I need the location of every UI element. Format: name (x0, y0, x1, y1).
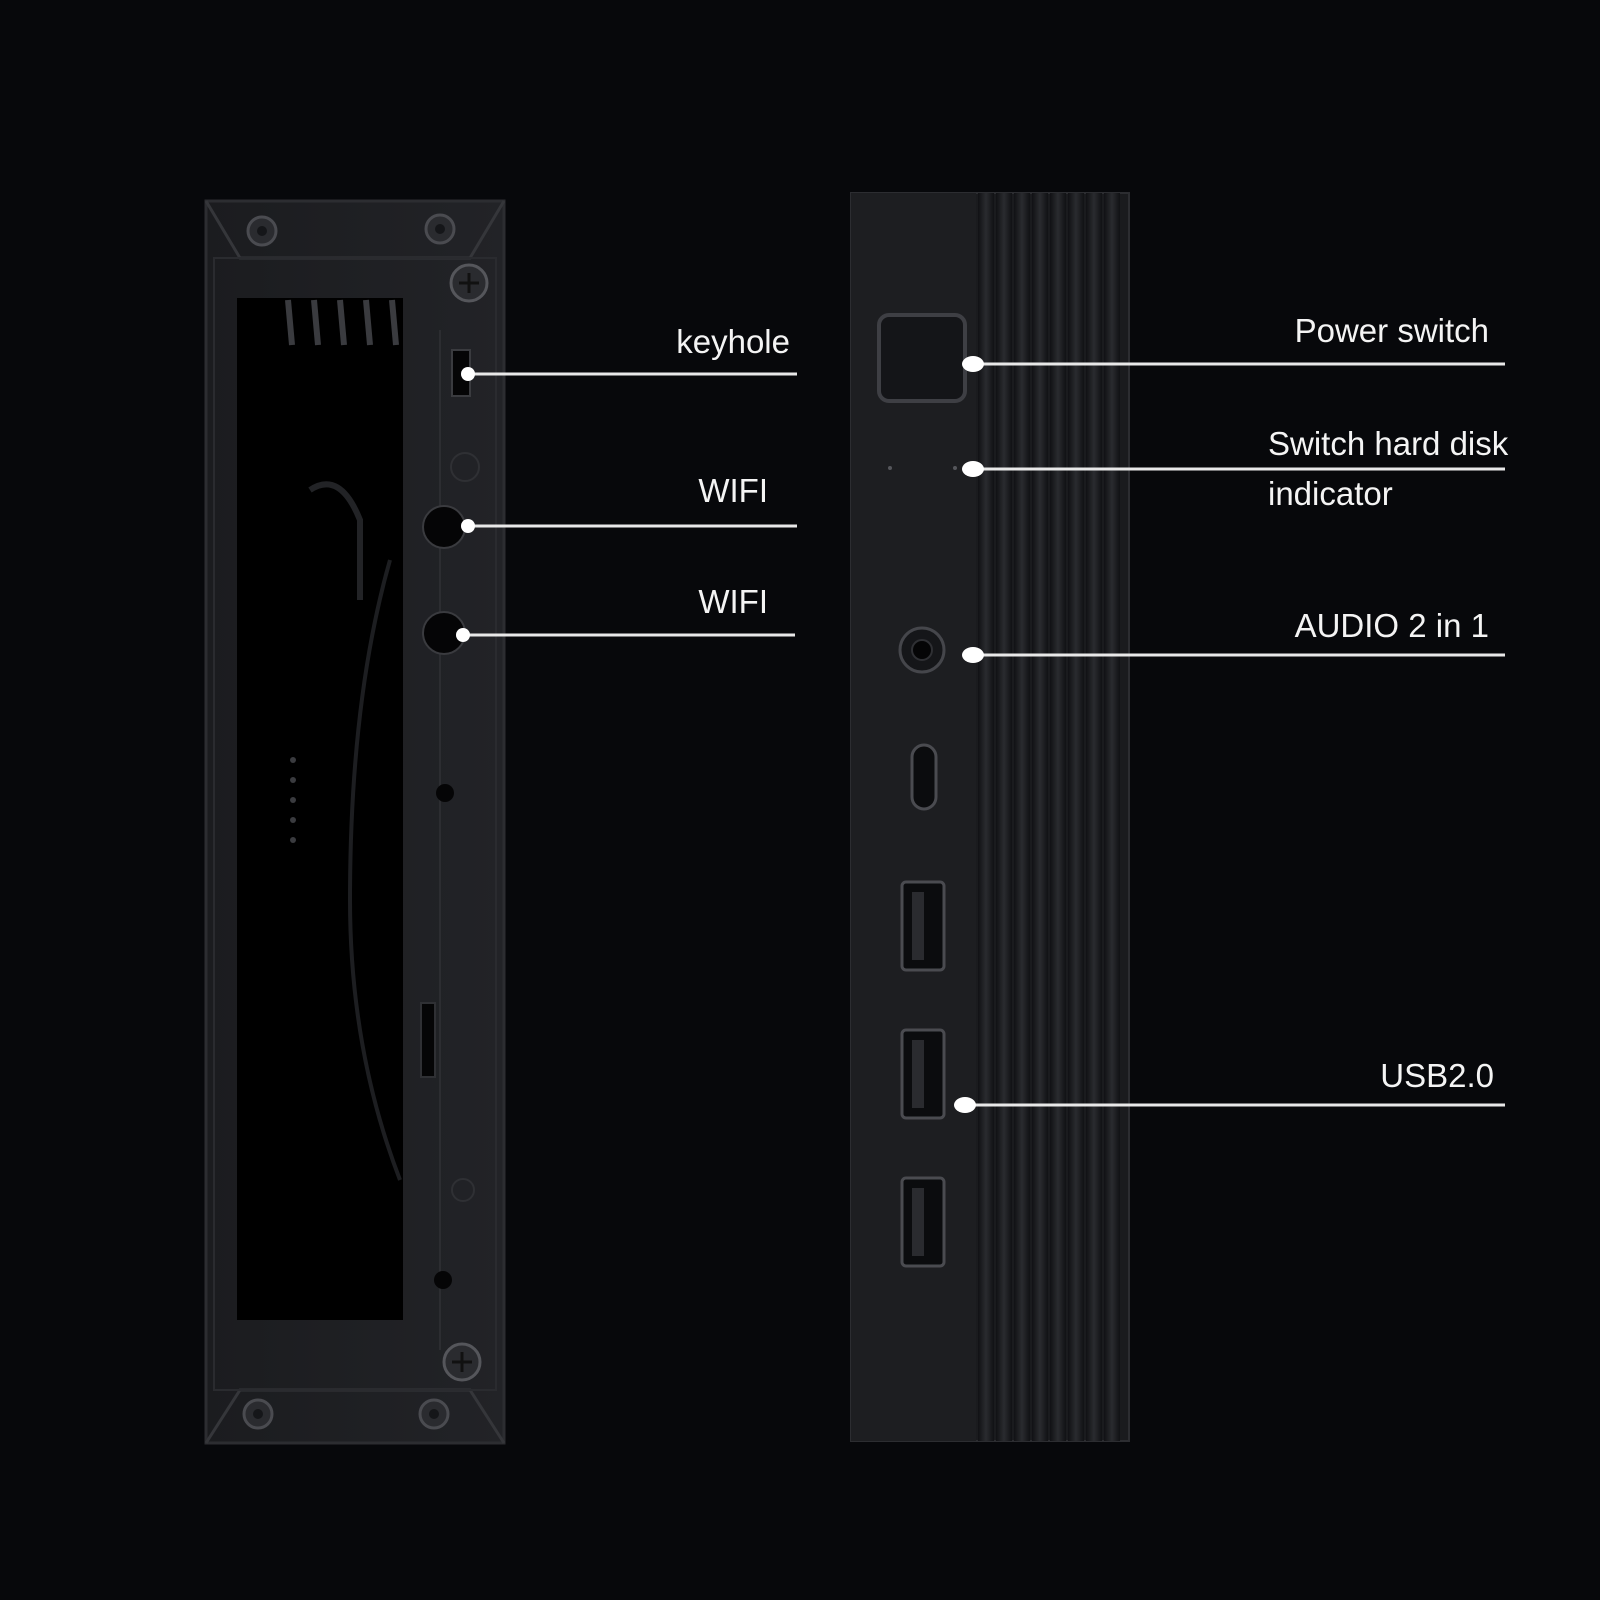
callout-dot (962, 461, 984, 477)
audio-label: AUDIO 2 in 1 (1294, 607, 1489, 644)
hdd-indicator-label-line1: Switch hard disk (1268, 425, 1509, 462)
usb-c-port-icon (910, 743, 938, 811)
led-icon (888, 466, 892, 470)
keyhole-label: keyhole (676, 323, 790, 360)
heatsink-fins (285, 299, 399, 346)
usb-a-port-icon (900, 1028, 946, 1120)
callout-dot (456, 628, 470, 642)
screw-icon (442, 1342, 482, 1382)
wifi-label-2: WIFI (698, 583, 768, 620)
power-button-icon (877, 313, 967, 403)
callout-dots (456, 356, 984, 1113)
led-icon (953, 466, 957, 470)
callout-lines (463, 362, 1505, 1107)
board-dots (290, 757, 296, 843)
front-panel (850, 192, 1130, 1442)
screw-icon (242, 1398, 274, 1430)
rear-panel (204, 199, 506, 1445)
callout-dot (461, 367, 475, 381)
screw-icon (449, 263, 489, 303)
callout-dot (461, 519, 475, 533)
power-switch-label: Power switch (1294, 312, 1489, 349)
usb-a-port-icon (900, 1176, 946, 1268)
callout-dot (954, 1097, 976, 1113)
antenna-hole-icon (422, 505, 466, 549)
screw-icon (246, 215, 278, 247)
callout-dot (962, 647, 984, 663)
rear-window (237, 298, 403, 1320)
cooling-fins (978, 193, 1120, 1441)
usb-label: USB2.0 (1380, 1057, 1494, 1094)
screw-icon (418, 1398, 450, 1430)
callout-dot (962, 356, 984, 372)
usb-a-port-icon (900, 880, 946, 972)
hdd-indicator-label-line2: indicator (1268, 475, 1393, 512)
screw-icon (424, 213, 456, 245)
wifi-label-1: WIFI (698, 472, 768, 509)
audio-jack-icon (898, 626, 946, 674)
